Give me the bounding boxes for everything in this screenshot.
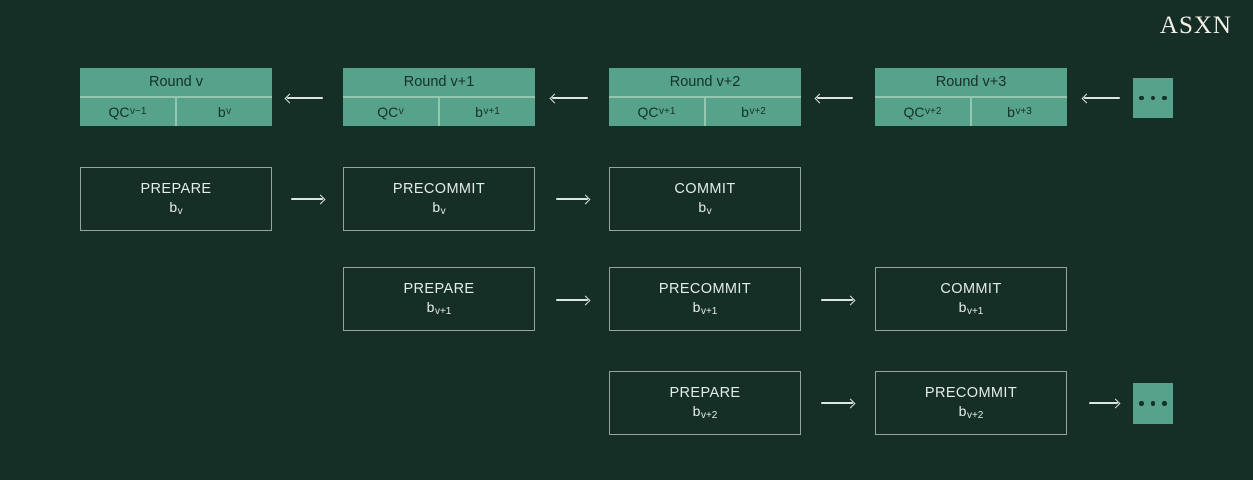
block-base: b xyxy=(432,198,441,215)
arrow-left-icon xyxy=(287,97,323,99)
block-label: b xyxy=(475,104,483,120)
round-title: Round v+2 xyxy=(669,74,741,90)
block-base: b xyxy=(958,402,967,419)
phase-label: COMMIT xyxy=(674,180,736,197)
ellipsis-icon xyxy=(1162,95,1167,101)
block-label: bv+1 xyxy=(959,299,984,318)
qc-label: QC xyxy=(108,104,130,120)
phase-label: PRECOMMIT xyxy=(392,180,486,197)
phase-label: PREPARE xyxy=(140,180,212,197)
block-label: bv+1 xyxy=(693,299,718,318)
block-base: b xyxy=(169,198,178,215)
arrow-right-icon xyxy=(821,299,853,301)
phase-box-prepare-bv2: PREPARE bv+2 xyxy=(609,371,801,435)
block-subscript: v+1 xyxy=(966,306,984,318)
ellipsis-icon xyxy=(1139,95,1144,101)
block-subscript: v+3 xyxy=(1015,106,1032,117)
phase-label: PREPARE xyxy=(669,384,741,401)
ellipsis-box-phases xyxy=(1133,383,1173,424)
qc-subscript: v+1 xyxy=(659,106,676,117)
block-subscript: v+1 xyxy=(483,106,500,117)
block-base: b xyxy=(692,298,701,315)
phase-label: PRECOMMIT xyxy=(924,384,1018,401)
block-subscript: v+2 xyxy=(749,106,766,117)
ellipsis-box-rounds xyxy=(1133,78,1173,118)
arrow-right-icon xyxy=(821,402,853,404)
block-label: b xyxy=(217,104,226,120)
phase-box-prepare-bv1: PREPARE bv+1 xyxy=(343,267,535,331)
block-label: bv+2 xyxy=(959,403,984,422)
block-label: bv xyxy=(169,199,182,218)
phase-label: PRECOMMIT xyxy=(658,280,752,297)
block-base: b xyxy=(426,298,435,315)
arrow-right-icon xyxy=(291,198,323,200)
block-subscript: v+2 xyxy=(700,410,718,422)
phase-box-prepare-bv: PREPARE bv xyxy=(80,167,272,231)
block-label: bv xyxy=(698,199,711,218)
phase-box-commit-bv1: COMMIT bv+1 xyxy=(875,267,1067,331)
round-title: Round v+1 xyxy=(403,74,475,90)
qc-label: QC xyxy=(903,104,925,120)
phase-label: PREPARE xyxy=(403,280,475,297)
arrow-left-icon xyxy=(552,97,588,99)
block-subscript: v xyxy=(177,206,183,218)
block-label: b xyxy=(741,104,749,120)
block-base: b xyxy=(958,298,967,315)
block-base: b xyxy=(692,402,701,419)
phase-box-commit-bv: COMMIT bv xyxy=(609,167,801,231)
qc-subscript: v xyxy=(398,106,404,117)
block-label: b xyxy=(1007,104,1015,120)
arrow-right-icon xyxy=(1089,402,1118,404)
arrow-right-icon xyxy=(556,299,588,301)
phase-label: COMMIT xyxy=(940,280,1002,297)
ellipsis-icon xyxy=(1150,401,1156,406)
block-label: bv+2 xyxy=(693,403,718,422)
phase-box-precommit-bv2: PRECOMMIT bv+2 xyxy=(875,371,1067,435)
block-subscript: v+2 xyxy=(966,410,984,422)
phase-box-precommit-bv: PRECOMMIT bv xyxy=(343,167,535,231)
arrow-left-icon xyxy=(1084,97,1120,99)
qc-subscript: v+2 xyxy=(925,106,942,117)
arrow-right-icon xyxy=(556,198,588,200)
ellipsis-icon xyxy=(1162,401,1167,406)
block-base: b xyxy=(698,198,707,215)
phase-box-precommit-bv1: PRECOMMIT bv+1 xyxy=(609,267,801,331)
asxn-logo: ASXN xyxy=(1159,12,1232,39)
ellipsis-icon xyxy=(1139,401,1144,406)
qc-subscript: v−1 xyxy=(130,106,147,117)
block-label: bv+1 xyxy=(427,299,452,318)
block-subscript: v+1 xyxy=(434,306,452,318)
block-subscript: v xyxy=(440,206,446,218)
qc-label: QC xyxy=(637,104,659,120)
ellipsis-icon xyxy=(1150,95,1156,101)
qc-label: QC xyxy=(377,104,399,120)
arrow-left-icon xyxy=(817,97,853,99)
round-title: Round v+3 xyxy=(935,74,1007,90)
block-label: bv xyxy=(432,199,445,218)
block-subscript: v+1 xyxy=(700,306,718,318)
block-subscript: v xyxy=(226,106,232,117)
round-title: Round v xyxy=(148,74,203,90)
block-subscript: v xyxy=(706,206,712,218)
